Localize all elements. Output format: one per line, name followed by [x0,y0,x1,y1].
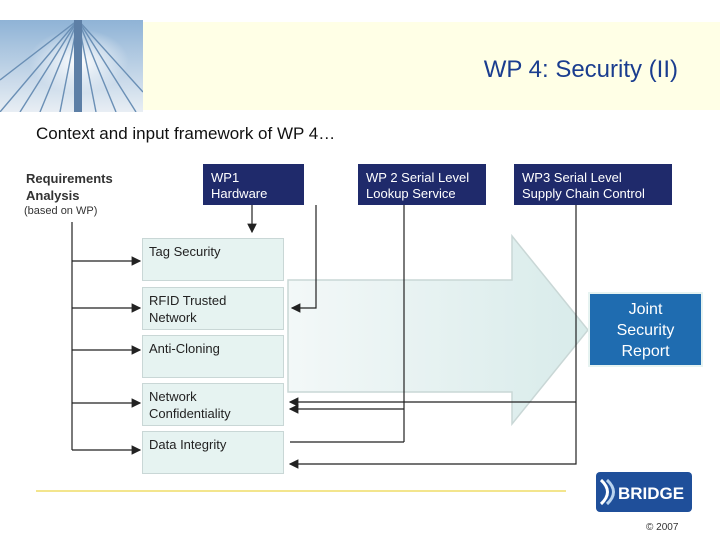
big-arrow [287,233,589,427]
slide-subtitle: Context and input framework of WP 4… [36,124,336,143]
task-data-integrity: Data Integrity [142,431,284,474]
joint-security-report-box: Joint Security Report [588,292,703,367]
wp3-box: WP3 Serial Level Supply Chain Control [514,164,672,205]
bridge-photo [0,20,143,112]
task-anti-cloning: Anti-Cloning [142,335,284,378]
task-tag-security: Tag Security [142,238,284,281]
wp1-box: WP1 Hardware [203,164,304,205]
task-rfid-trusted-network: RFID Trusted Network [142,287,284,330]
requirements-analysis-label: Requirements Analysis [26,171,113,203]
logo-text: BRIDGE [618,484,684,503]
copyright: © 2007 [646,522,679,533]
bridge-logo: BRIDGE [596,472,692,512]
wp2-connector [290,205,317,313]
wp2-box: WP 2 Serial Level Lookup Service [358,164,486,205]
wp3-connector [288,205,577,469]
slide-title: WP 4: Security (II) [483,56,678,83]
task-network-confidentiality: Network Confidentiality [142,383,284,426]
footer-line [36,490,566,492]
requirements-note: (based on WP) [24,205,98,217]
